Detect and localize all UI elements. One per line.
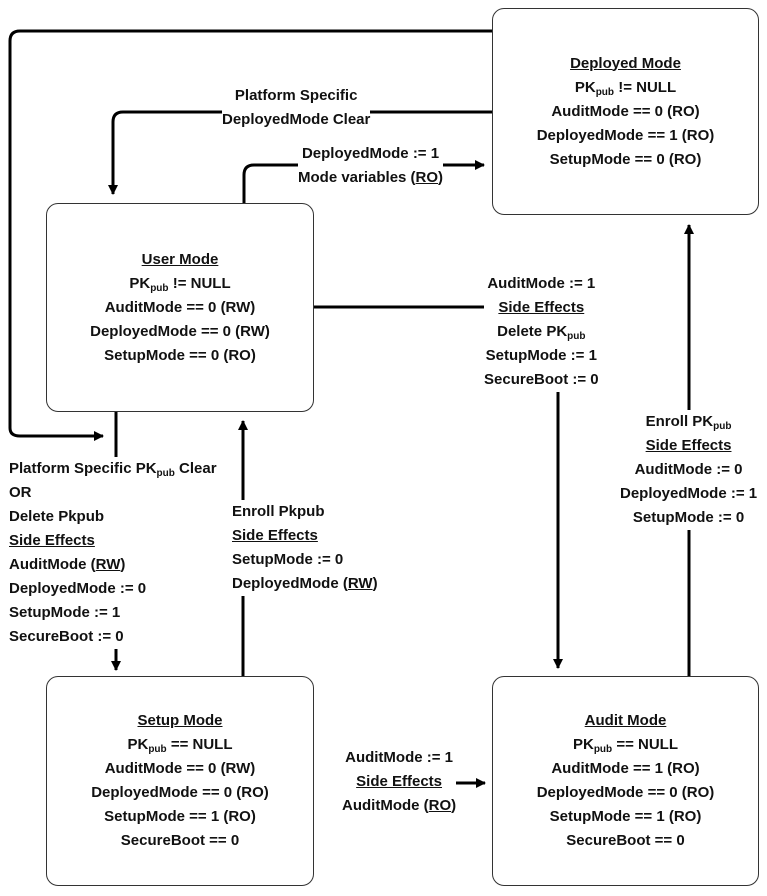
state-audit-mode: Audit Mode PKpub == NULL AuditMode == 1 … [492, 676, 759, 886]
state-attr: SecureBoot == 0 [120, 832, 240, 849]
state-user-mode: User Mode PKpub != NULL AuditMode == 0 (… [46, 203, 314, 412]
label-user-to-audit: AuditMode := 1 Side Effects Delete PKpub… [484, 272, 599, 392]
state-attr: DeployedMode == 0 (RO) [91, 784, 269, 801]
state-title: User Mode [141, 250, 219, 268]
state-attr: AuditMode == 1 (RO) [551, 760, 700, 777]
state-attr: AuditMode == 0 (RW) [104, 298, 256, 316]
pk-condition: PKpub == NULL [572, 736, 679, 755]
label-setup-to-audit: AuditMode := 1 Side Effects AuditMode (R… [342, 746, 457, 818]
label-user-to-deployed: DeployedMode := 1 Mode variables (RO) [298, 142, 444, 190]
state-title: Setup Mode [137, 712, 223, 729]
state-attr: DeployedMode == 0 (RO) [536, 784, 715, 801]
state-attr: SetupMode == 1 (RO) [549, 808, 702, 825]
label-setup-to-user: Enroll Pkpub Side Effects SetupMode := 0… [232, 500, 378, 596]
state-attr: DeployedMode == 0 (RW) [90, 322, 270, 340]
state-attr: SetupMode == 0 (RO) [104, 346, 256, 364]
state-attr: SecureBoot == 0 [566, 832, 685, 849]
state-attr: DeployedMode == 1 (RO) [536, 126, 715, 144]
pk-condition: PKpub != NULL [129, 274, 231, 294]
arrow-deployed-to-user-bottom [8, 29, 492, 441]
state-deployed-mode: Deployed Mode PKpub != NULL AuditMode ==… [492, 8, 759, 215]
state-title: Deployed Mode [570, 54, 681, 72]
label-deployed-to-user: Platform Specific DeployedMode Clear [222, 84, 371, 132]
state-attr: AuditMode == 0 (RW) [104, 760, 256, 777]
state-setup-mode: Setup Mode PKpub == NULL AuditMode == 0 … [46, 676, 314, 886]
state-attr: AuditMode == 0 (RO) [551, 102, 700, 120]
state-attr: SetupMode == 0 (RO) [549, 150, 702, 168]
arrow-deployed-to-user-top [108, 110, 492, 195]
arrow-user-to-deployed [242, 160, 485, 205]
label-audit-to-deployed: Enroll PKpub Side Effects AuditMode := 0… [620, 410, 758, 530]
state-title: Audit Mode [584, 712, 667, 729]
pk-condition: PKpub == NULL [127, 736, 233, 755]
state-attr: SetupMode == 1 (RO) [104, 808, 256, 825]
pk-condition: PKpub != NULL [574, 78, 677, 98]
label-to-setup: Platform Specific PKpub Clear OR Delete … [9, 457, 217, 649]
